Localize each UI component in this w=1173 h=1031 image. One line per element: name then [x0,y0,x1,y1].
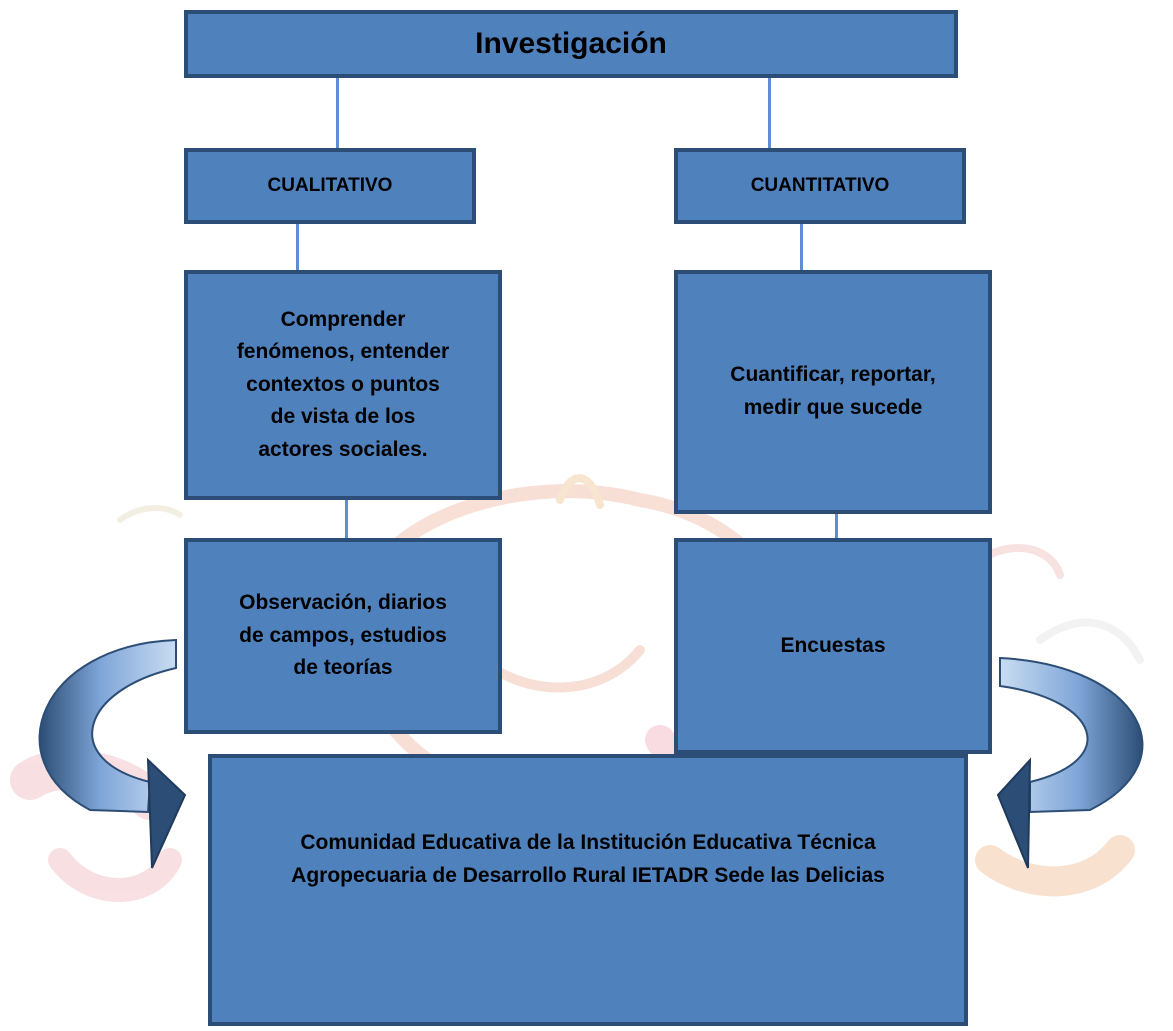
text-line: Observación, diarios [239,591,447,615]
text-line: Agropecuaria de Desarrollo Rural IETADR … [291,864,885,887]
cuantitativo-methods-node: Encuestas [674,538,992,754]
cualitativo-label: CUALITATIVO [267,175,393,196]
text-line: de vista de los [270,405,416,429]
target-node: Comunidad Educativa de la Institución Ed… [208,754,968,1026]
text-line: de campos, estudios [239,623,447,647]
connector-cualitativo-to-purpose [296,222,299,272]
connector-cuantitativo-to-purpose [800,222,803,272]
cuantitativo-node: CUANTITATIVO [674,148,966,224]
text-line: contextos o puntos [246,372,440,396]
connector-right-purpose-to-methods [835,510,838,542]
cualitativo-methods-node: Observación, diarios de campos, estudios… [184,538,502,734]
connector-root-to-cuantitativo [768,78,771,150]
text-line: Comunidad Educativa de la Institución Ed… [300,831,876,855]
connector-root-to-cualitativo [336,78,339,150]
cualitativo-purpose-node: Comprender fenómenos, entender contextos… [184,270,502,500]
root-node-label: Investigación [475,27,667,60]
text-line: Cuantificar, reportar, [730,363,936,387]
connector-left-purpose-to-methods [345,496,348,542]
cuantitativo-label: CUANTITATIVO [750,175,890,196]
text-line: medir que sucede [743,396,923,419]
root-node: Investigación [184,10,958,78]
text-line: Encuestas [780,633,886,657]
text-line: Comprender [280,307,406,331]
text-line: actores sociales. [258,437,428,461]
cuantitativo-purpose-node: Cuantificar, reportar, medir que sucede [674,270,992,514]
text-line: de teorías [293,656,393,680]
cualitativo-node: CUALITATIVO [184,148,476,224]
text-line: fenómenos, entender [236,340,450,364]
